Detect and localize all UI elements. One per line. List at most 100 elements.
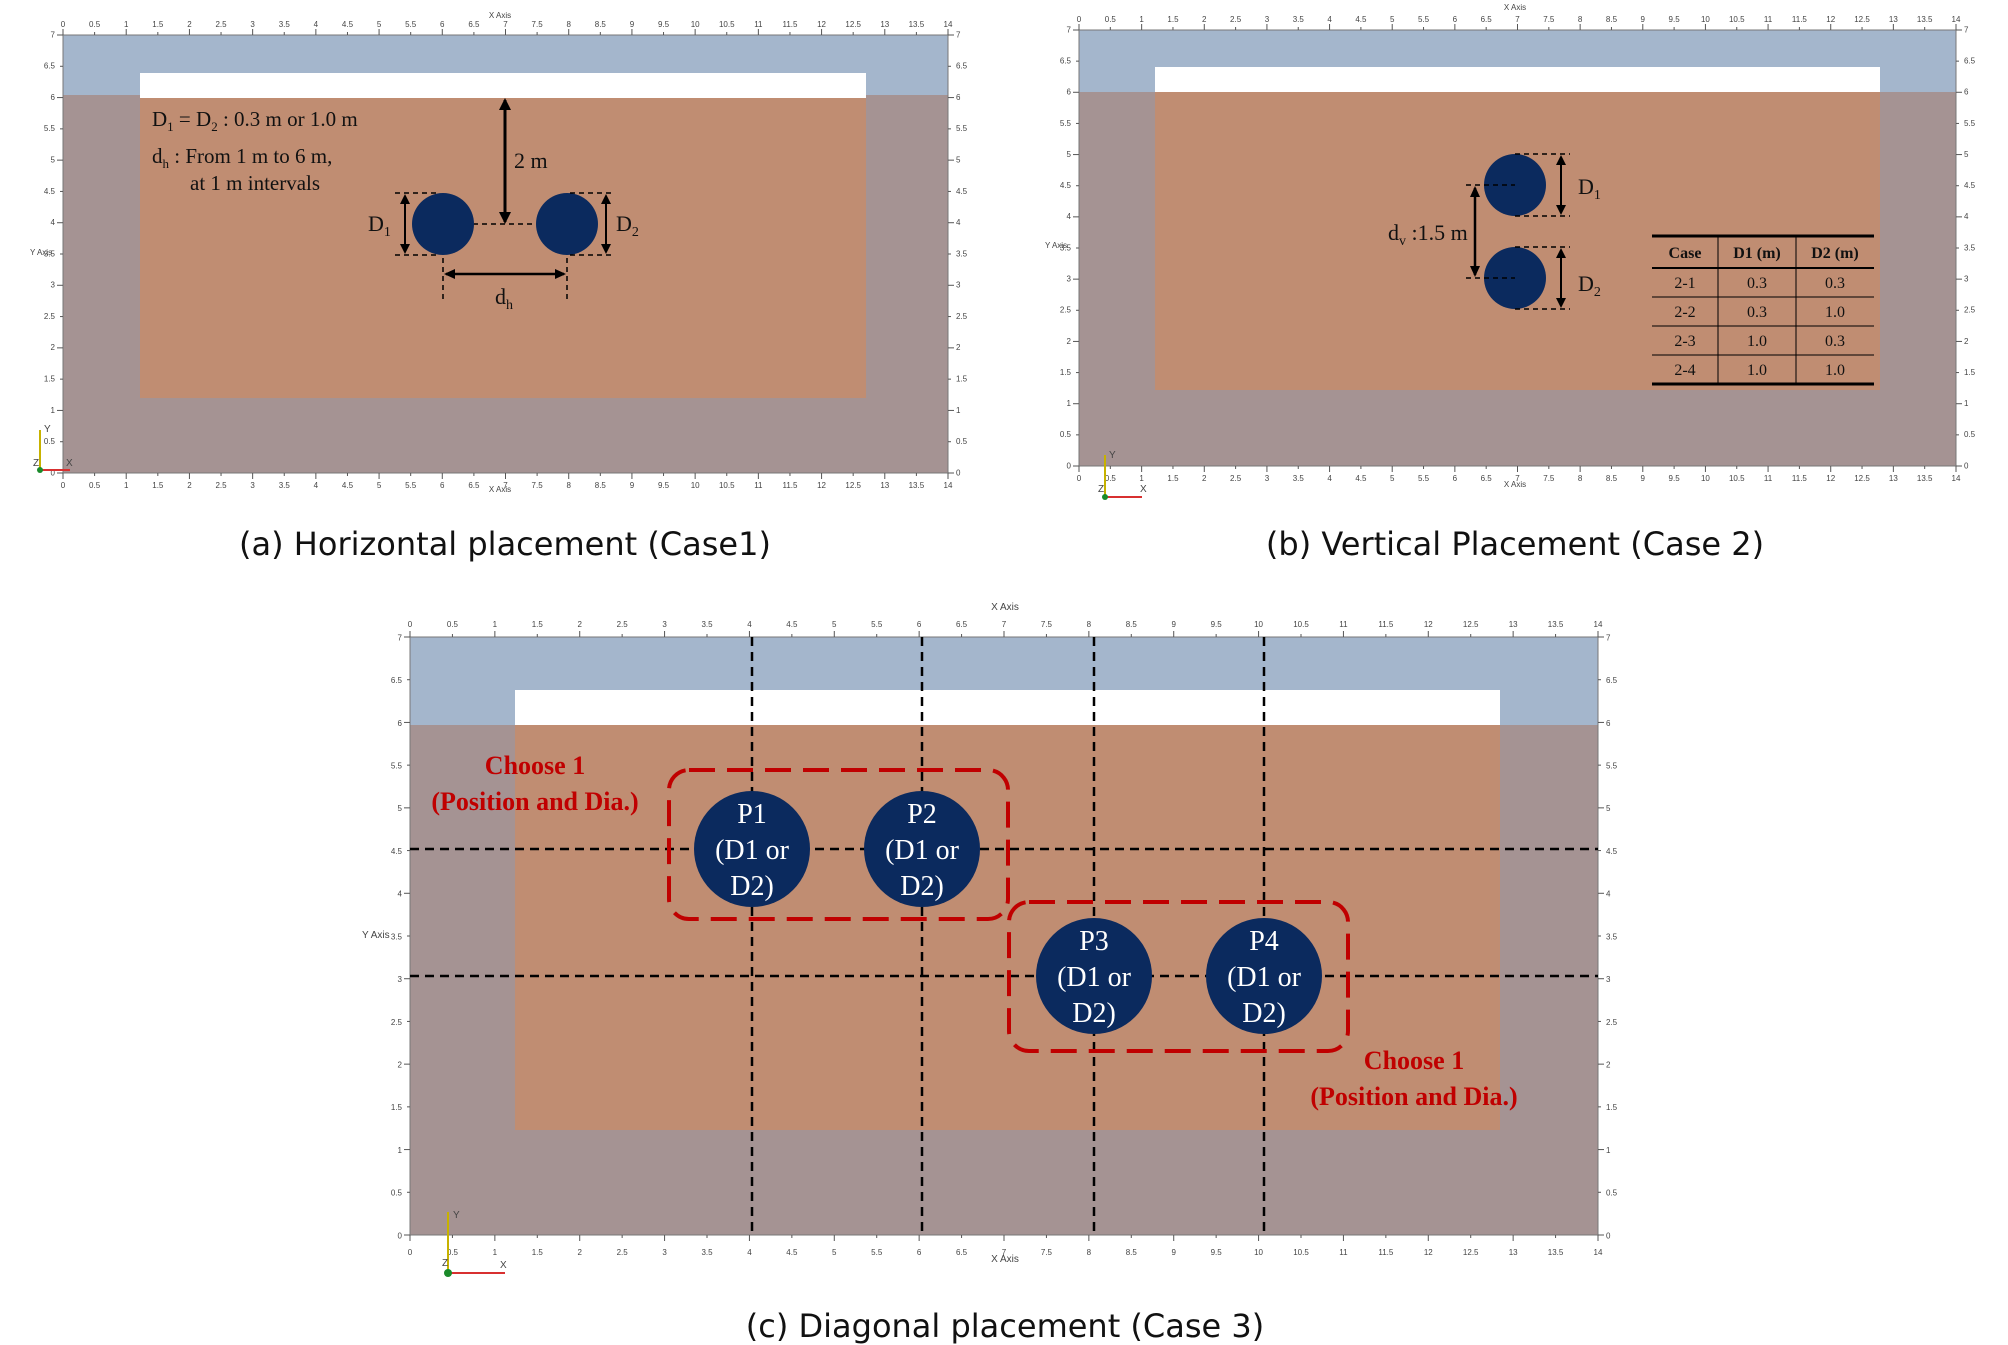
x-tick-label: 6	[1453, 474, 1458, 483]
y-tick-label: 3	[51, 281, 56, 290]
x-tick-label: 12	[817, 20, 826, 29]
x-tick-label: 10	[1701, 474, 1710, 483]
y-tick-label: 2	[1606, 1060, 1611, 1069]
x-tick-label: 12	[1826, 15, 1835, 24]
svg-text:Z: Z	[1098, 484, 1104, 495]
spacing-note: dh : From 1 m to 6 m,	[152, 144, 332, 171]
x-tick-label: 2	[1202, 474, 1207, 483]
arrow-head-icon	[555, 269, 566, 279]
x-tick-label: 12.5	[845, 20, 861, 29]
arrow-head-icon	[1556, 298, 1566, 308]
dh-label: dh	[495, 284, 513, 313]
arrow-head-icon	[601, 244, 611, 254]
x-tick-label: 7.5	[1543, 15, 1555, 24]
y-tick-label: 3.5	[391, 932, 403, 941]
y-tick-label: 4	[1606, 890, 1611, 899]
y-tick-label: 7	[1606, 633, 1611, 642]
x-tick-label: 5.5	[405, 20, 417, 29]
x-axis-label-top: X Axis	[991, 602, 1019, 613]
x-tick-label: 7.5	[1041, 1248, 1053, 1257]
x-tick-label: 13	[1889, 15, 1898, 24]
svg-text:Y: Y	[453, 1210, 460, 1221]
y-tick-label: 7	[956, 30, 961, 39]
table-cell: 2-1	[1674, 275, 1695, 292]
x-tick-label: 11	[754, 20, 763, 29]
axis-ticks: 000.50.5111.51.5222.52.5333.53.5444.54.5…	[1060, 15, 1976, 483]
caption-a: (a) Horizontal placement (Case1)	[239, 525, 771, 563]
y-tick-label: 3	[956, 281, 961, 290]
x-tick-label: 7.5	[532, 20, 544, 29]
x-tick-label: 14	[944, 481, 953, 490]
x-axis-label: X Axis	[489, 485, 511, 494]
x-tick-label: 12.5	[845, 481, 861, 490]
pipe-2	[536, 193, 598, 255]
x-tick-label: 6	[440, 481, 445, 490]
pipe-label: D2)	[1072, 998, 1116, 1029]
x-tick-label: 14	[1952, 15, 1961, 24]
x-tick-label: 3	[662, 1248, 667, 1257]
y-tick-label: 3.5	[956, 249, 968, 258]
y-tick-label: 6.5	[1964, 56, 1976, 65]
x-tick-label: 11.5	[1378, 620, 1394, 629]
y-tick-label: 6	[956, 93, 961, 102]
d1-label: D1	[368, 211, 391, 240]
x-tick-label: 3	[250, 20, 255, 29]
x-tick-label: 2	[577, 620, 582, 629]
case-table: Case D1 (m) D2 (m) 2-1 0.3 0.3 2-2 0.3 1…	[1652, 234, 1874, 386]
svg-text:X: X	[500, 1260, 507, 1271]
x-tick-label: 6	[1453, 15, 1458, 24]
y-tick-label: 6	[51, 93, 56, 102]
x-tick-label: 11.5	[1792, 474, 1808, 483]
x-tick-label: 6	[917, 620, 922, 629]
y-tick-label: 2.5	[956, 312, 968, 321]
x-tick-label: 1.5	[152, 481, 164, 490]
x-tick-label: 1.5	[532, 620, 544, 629]
panel-a: 000.50.5111.51.5222.52.5333.53.5444.54.5…	[30, 11, 968, 563]
pipe-label: P4	[1249, 926, 1279, 957]
x-tick-label: 0	[61, 481, 66, 490]
x-axis-label: X Axis	[1504, 480, 1526, 489]
x-tick-label: 5.5	[405, 481, 417, 490]
pipe-label: D2)	[730, 871, 774, 902]
y-tick-label: 7	[398, 633, 403, 642]
table-cell: 2-4	[1674, 362, 1695, 379]
x-tick-label: 4.5	[342, 20, 354, 29]
table-cell: 1.0	[1747, 333, 1767, 350]
arrow-head-icon	[499, 212, 511, 224]
y-tick-label: 4.5	[1060, 181, 1072, 190]
x-tick-label: 13	[1889, 474, 1898, 483]
y-tick-label: 4	[51, 218, 56, 227]
y-tick-label: 1	[1067, 399, 1072, 408]
y-tick-label: 2.5	[391, 1018, 403, 1027]
panel-b: 000.50.5111.51.5222.52.5333.53.5444.54.5…	[1045, 3, 1976, 563]
y-tick-label: 6	[1606, 719, 1611, 728]
x-tick-label: 7	[503, 20, 508, 29]
x-tick-label: 11	[1339, 1248, 1348, 1257]
x-tick-label: 13.5	[1917, 474, 1933, 483]
y-tick-label: 3.5	[1060, 243, 1072, 252]
x-tick-label: 7	[1515, 15, 1520, 24]
y-tick-label: 5	[1067, 150, 1072, 159]
x-tick-label: 4.5	[1355, 15, 1367, 24]
y-tick-label: 0.5	[44, 437, 56, 446]
pipe-1	[412, 193, 474, 255]
y-tick-label: 2.5	[1060, 306, 1072, 315]
group-2-label-2: (Position and Dia.)	[1310, 1082, 1517, 1111]
y-tick-label: 3	[1606, 975, 1611, 984]
x-tick-label: 14	[1952, 474, 1961, 483]
arrow-head-icon	[400, 244, 410, 254]
x-tick-label: 10.5	[719, 20, 735, 29]
x-tick-label: 5	[377, 20, 382, 29]
x-tick-label: 0	[408, 1248, 413, 1257]
pipe-p3: P3 (D1 or D2)	[1036, 918, 1152, 1034]
x-tick-label: 10.5	[1293, 1248, 1309, 1257]
svg-text:X: X	[66, 458, 73, 469]
x-tick-label: 7	[1515, 474, 1520, 483]
y-tick-label: 2.5	[1964, 306, 1976, 315]
x-tick-label: 12	[1424, 1248, 1433, 1257]
x-tick-label: 1.5	[1167, 15, 1179, 24]
table-cell: 2-2	[1674, 304, 1695, 321]
x-tick-label: 3	[1265, 474, 1270, 483]
y-tick-label: 2	[1067, 337, 1072, 346]
y-tick-label: 4.5	[956, 187, 968, 196]
